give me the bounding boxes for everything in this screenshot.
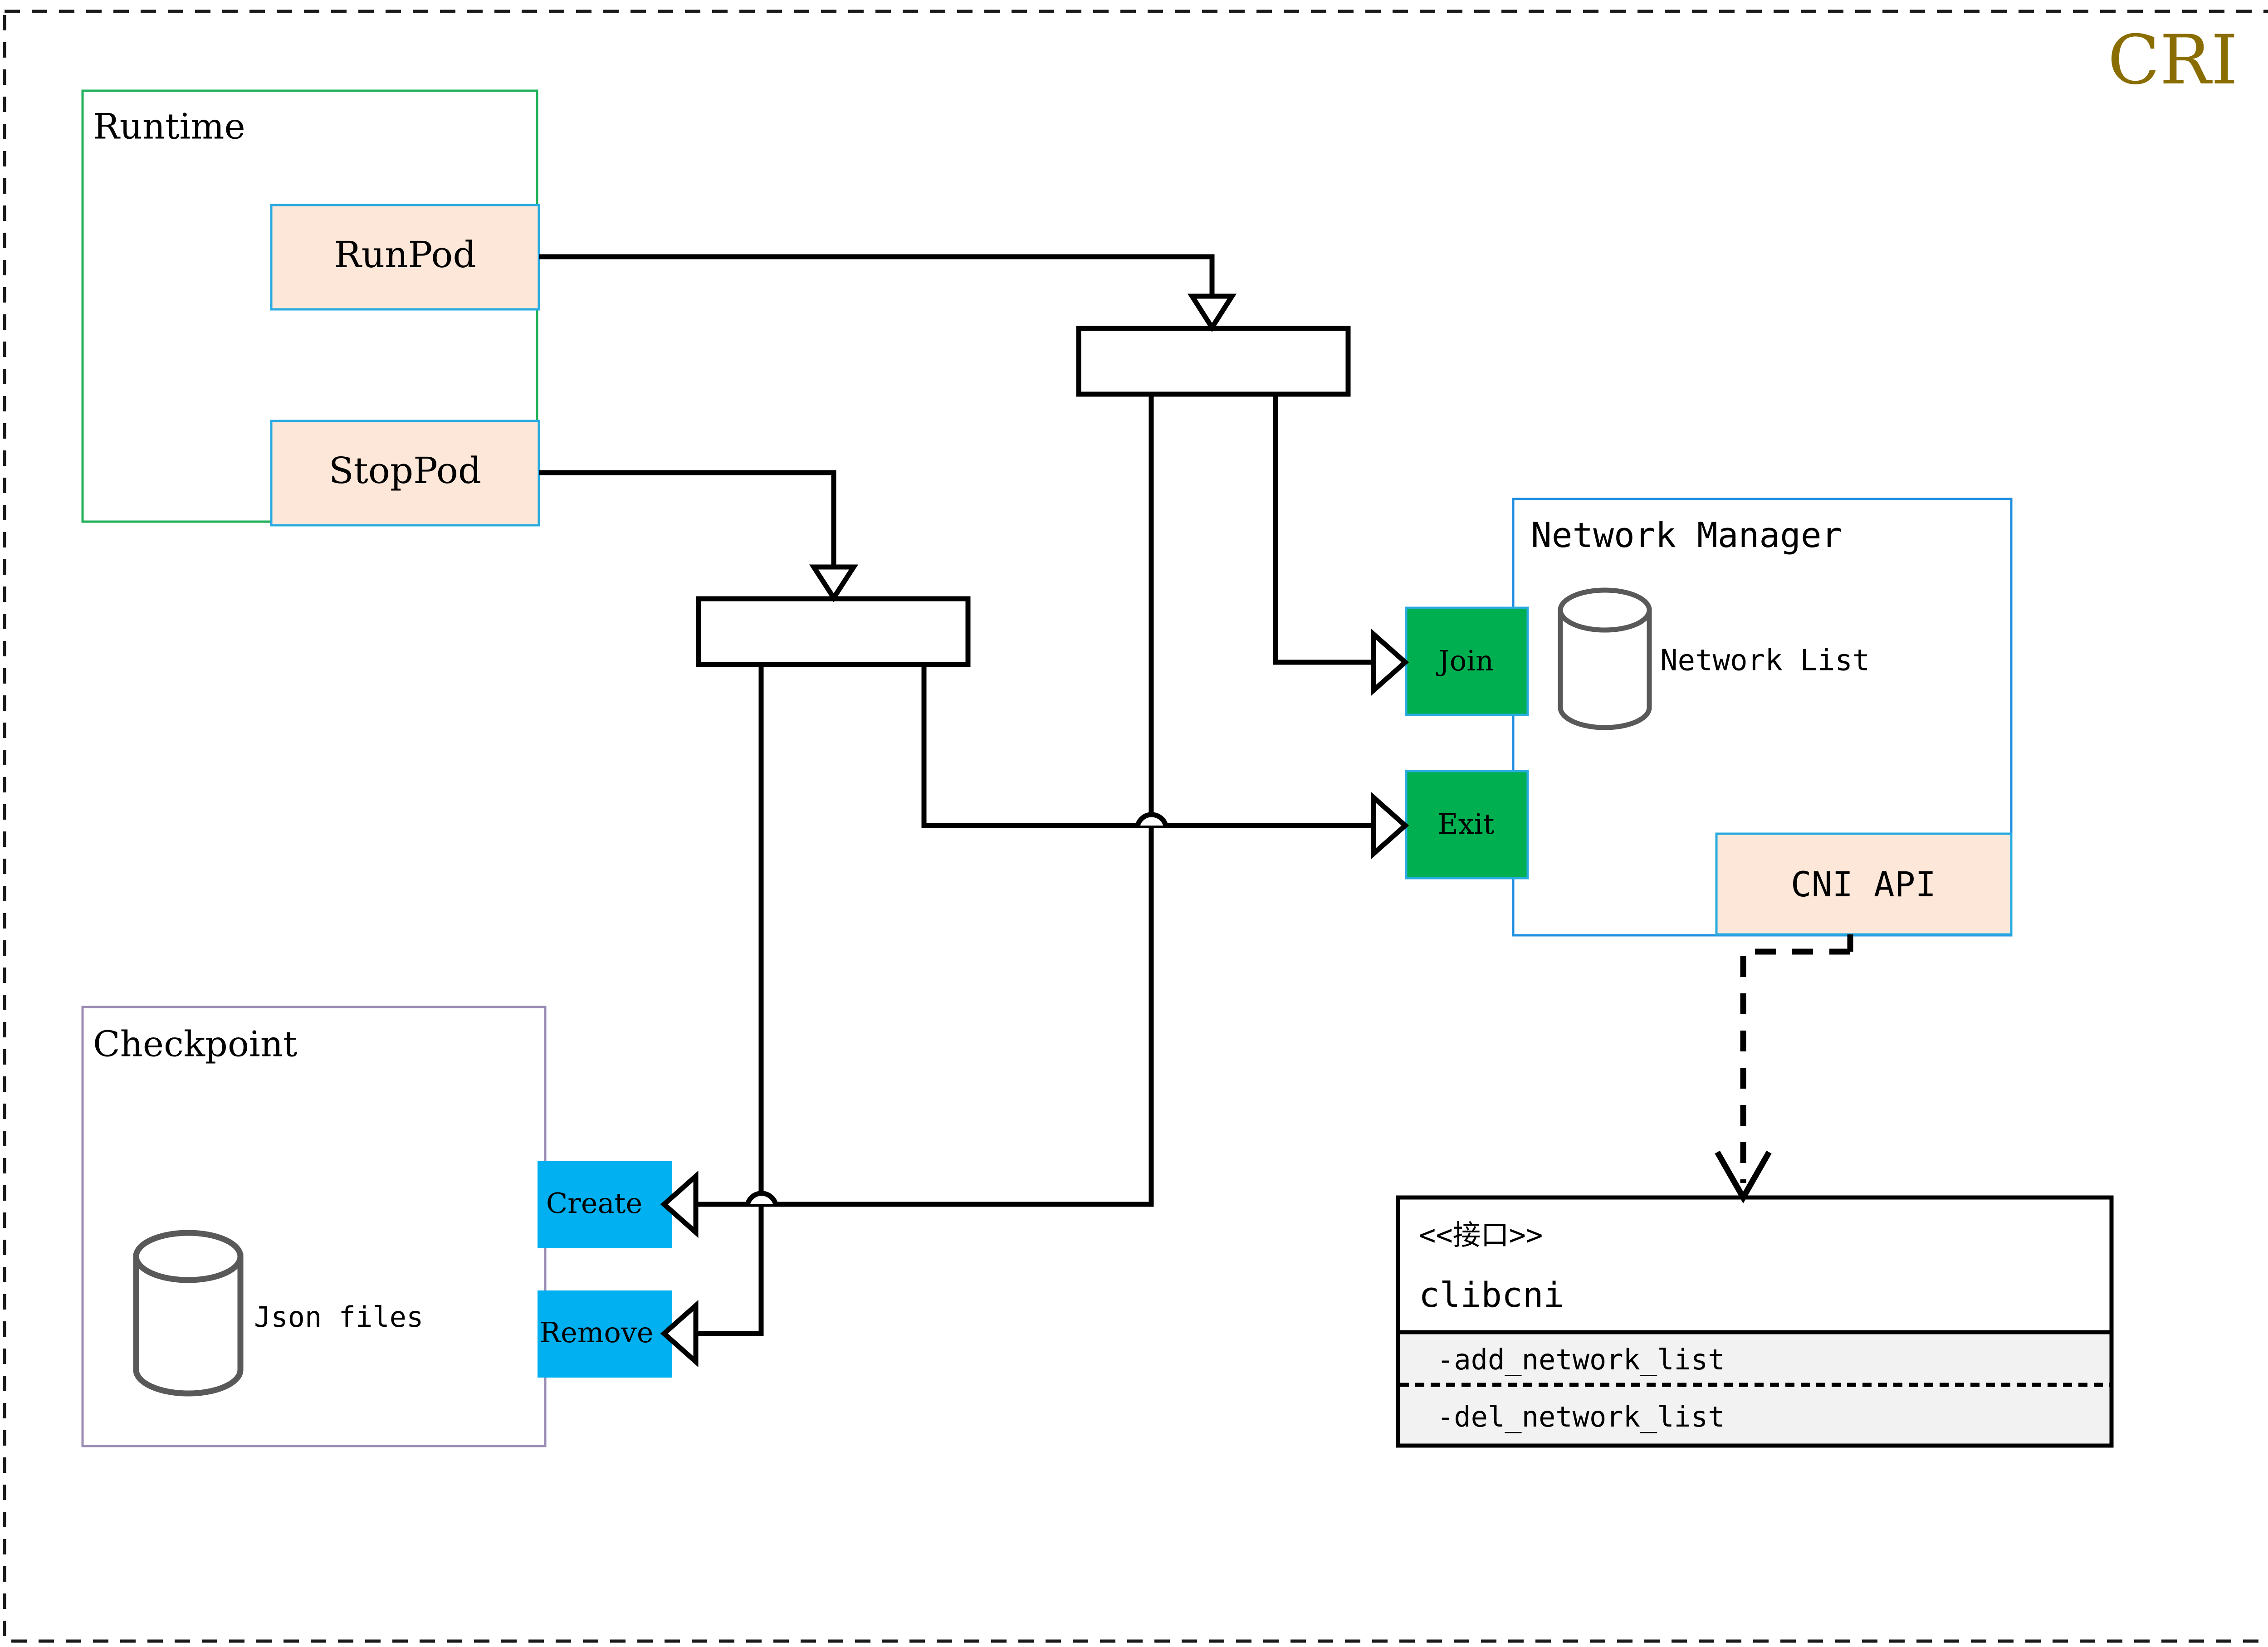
interface-clibcni[interactable]: <<接口>> clibcni -add_network_list -del_ne… <box>1396 1195 2114 1448</box>
interface-header-compartment <box>1396 1195 2114 1334</box>
node-stoppod[interactable] <box>270 420 540 527</box>
node-exit-label: Exit <box>1438 807 1495 841</box>
node-runpod-label: RunPod <box>334 234 476 276</box>
arrowhead-clibcni-dependency <box>1715 1150 1772 1204</box>
interface-method-del: -del_network_list <box>1437 1400 1725 1433</box>
node-cni-api[interactable] <box>1715 832 2013 936</box>
edge-top-bar-to-join <box>1273 394 1374 665</box>
arrowhead-create <box>660 1170 699 1238</box>
node-stoppod-label: StopPod <box>329 450 481 492</box>
node-remove-label: Remove <box>539 1316 653 1349</box>
arrowhead-remove <box>660 1300 699 1368</box>
network-list-cylinder-icon <box>1558 587 1652 730</box>
interface-name: clibcni <box>1419 1275 1564 1315</box>
node-create[interactable] <box>538 1161 672 1248</box>
edge-stoppod-to-bottom-bar <box>539 470 836 568</box>
arrowhead-stoppod-to-bottom-bar <box>809 564 859 603</box>
connector-bar-top <box>1076 326 1351 397</box>
connector-bar-bottom <box>696 596 971 667</box>
node-remove[interactable] <box>538 1290 672 1378</box>
outer-dashed-frame <box>3 10 2268 1643</box>
interface-stereotype: <<接口>> <box>1419 1218 1543 1251</box>
page-title: CRI <box>2108 21 2238 100</box>
arrowhead-join <box>1371 628 1409 696</box>
arrowhead-exit <box>1371 792 1409 860</box>
edge-runpod-to-top-bar <box>539 254 1215 297</box>
edge-bottom-bar-to-remove <box>696 665 764 1336</box>
interface-method-add: -add_network_list <box>1437 1343 1725 1376</box>
json-files-cylinder-icon <box>133 1230 244 1397</box>
node-join-label: Join <box>1436 644 1494 677</box>
node-cni-api-label: CNI API <box>1791 864 1936 904</box>
node-exit[interactable] <box>1405 770 1529 880</box>
node-join[interactable] <box>1405 606 1529 716</box>
network-list-label: Network List <box>1660 644 1870 678</box>
line-hop-exit <box>1135 812 1168 826</box>
interface-methods-compartment <box>1396 1330 2114 1448</box>
group-network-manager-label: Network Manager <box>1531 515 1842 555</box>
arrowhead-runpod-to-top-bar <box>1187 293 1237 332</box>
node-create-label: Create <box>546 1187 642 1220</box>
edge-cni-api-to-clibcni <box>1740 948 1850 1183</box>
group-checkpoint-label: Checkpoint <box>93 1024 297 1065</box>
json-files-label: Json files <box>254 1300 423 1334</box>
line-hop-create <box>745 1191 778 1205</box>
group-runtime-label: Runtime <box>93 107 245 147</box>
edge-bottom-bar-to-exit <box>921 665 1374 828</box>
edge-top-bar-to-create <box>696 394 1154 1207</box>
